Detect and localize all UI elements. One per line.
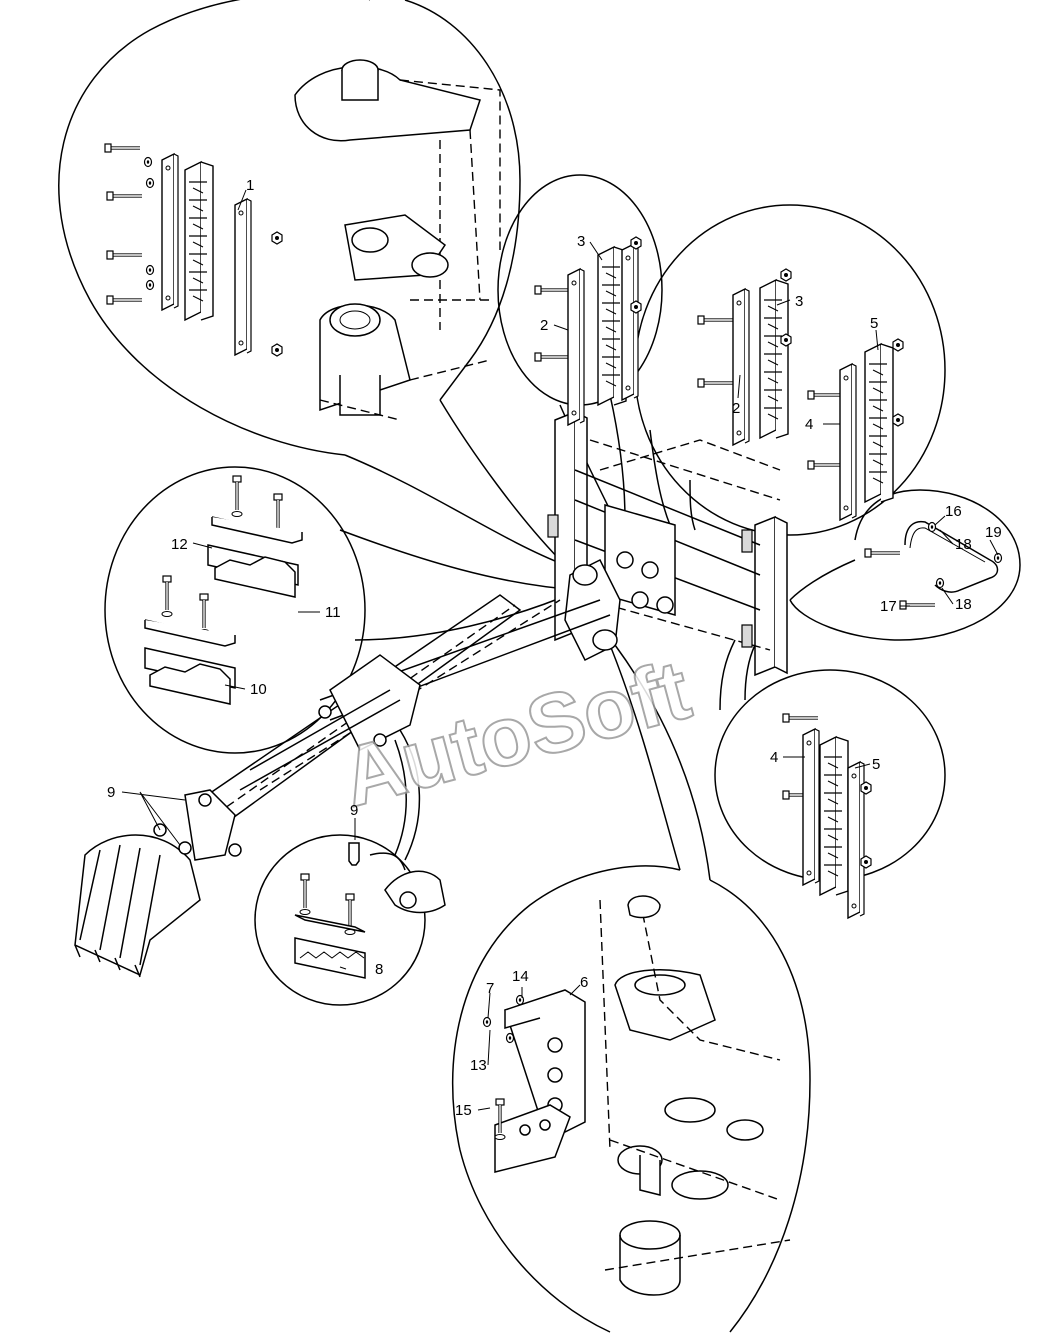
callout-14: 14: [512, 968, 529, 985]
swing-tower: [564, 558, 621, 662]
callout-circle-top-right-tail: [649, 429, 696, 531]
detail-boom-pads: [144, 474, 303, 705]
callout-6: 6: [580, 974, 588, 991]
callout-circle-bottom-right-edge: [709, 879, 811, 1333]
callout-2: 2: [732, 400, 740, 417]
callout-circle-top-right: [634, 204, 946, 536]
callout-18: 18: [955, 596, 972, 613]
callout-9: 9: [107, 784, 115, 801]
callout-9: 9: [350, 802, 358, 819]
callout-10: 10: [250, 681, 267, 698]
callout-1: 1: [246, 177, 254, 194]
callout-17: 17: [880, 598, 897, 615]
callout-16: 16: [945, 503, 962, 520]
detail-bucket-pad: [294, 842, 446, 979]
callout-3: 3: [577, 233, 585, 250]
callout-11: 11: [325, 604, 341, 621]
callout-circle-bottom: [451, 865, 681, 1333]
detail-grab-handle: [863, 520, 1003, 611]
callout-13: 13: [470, 1057, 487, 1074]
leader-lines: [121, 189, 999, 1111]
callout-12: 12: [171, 536, 188, 553]
callout-circle-top-left-tail: [344, 399, 566, 566]
callout-5: 5: [870, 315, 878, 332]
callout-4: 4: [770, 749, 778, 766]
callout-19: 19: [985, 524, 1002, 541]
callout-circle-right-mid-tail: [719, 639, 756, 711]
callout-circle-top-left: [58, 0, 370, 456]
callout-circle-small-bottom-left: [254, 834, 426, 1006]
bucket: [74, 789, 242, 978]
callout-8: 8: [375, 961, 383, 978]
callout-5: 5: [872, 756, 880, 773]
detail-boom-pivot: [103, 59, 501, 421]
callout-circle-top-left-right-edge: [404, 0, 521, 401]
callout-7: 7: [486, 980, 494, 997]
detail-right-mid: [781, 712, 872, 919]
callout-circle-small-bottom-left-tail: [394, 729, 421, 861]
callout-3: 3: [795, 293, 803, 310]
callout-circle-left-mid-tail: [339, 529, 581, 641]
boom-arm: [199, 594, 611, 821]
callout-circle-bottom-tail: [609, 644, 711, 881]
callout-2: 2: [540, 317, 548, 334]
callout-18: 18: [955, 536, 972, 553]
callout-circle-handle: [789, 489, 1021, 641]
detail-swing-bracket: [482, 895, 791, 1296]
callout-circle-left-mid: [104, 466, 366, 754]
callout-15: 15: [455, 1102, 472, 1119]
callout-4: 4: [805, 416, 813, 433]
callout-circle-handle-tail: [789, 559, 856, 601]
